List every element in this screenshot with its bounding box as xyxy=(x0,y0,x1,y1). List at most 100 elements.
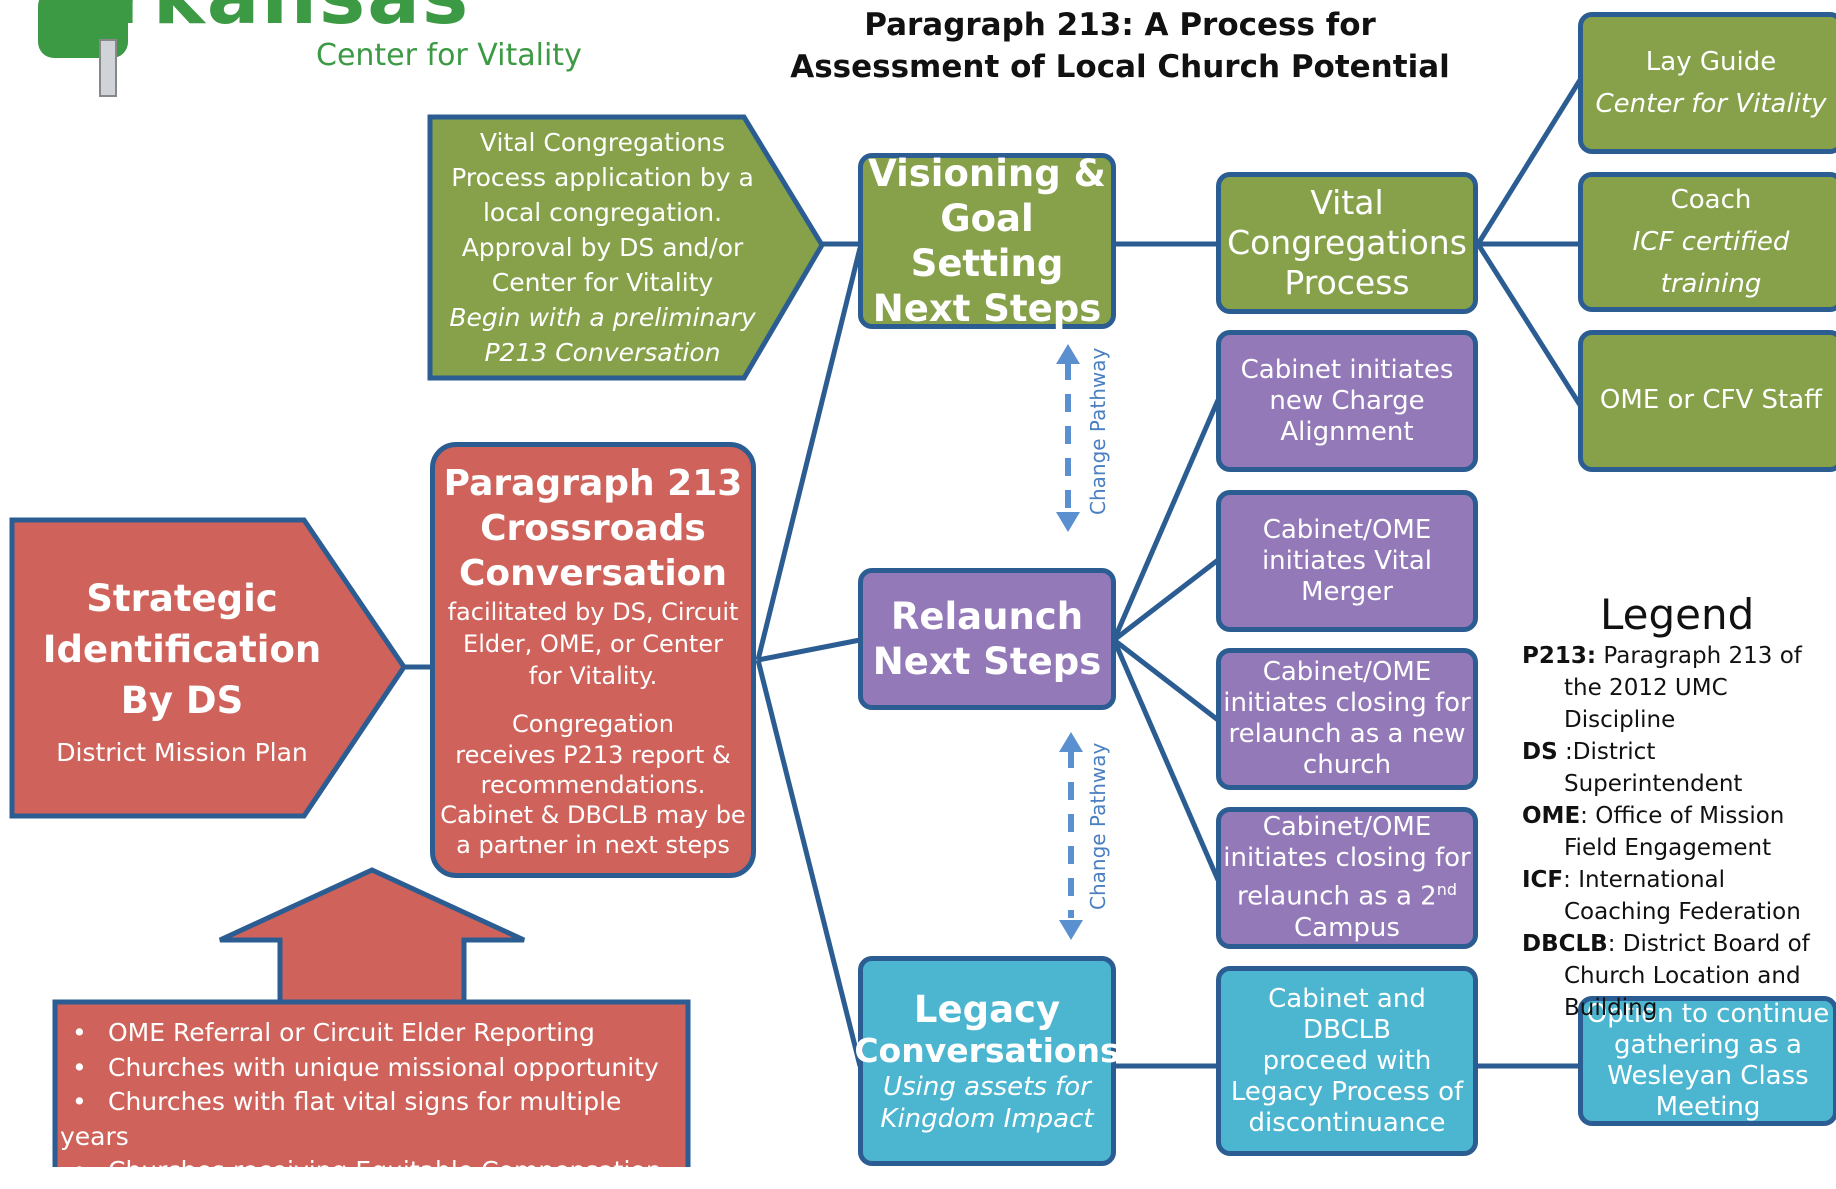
title-line-2: Assessment of Local Church Potential xyxy=(790,49,1450,85)
logo-tree-icon xyxy=(38,0,128,97)
relaunch-line: Relaunch xyxy=(890,595,1084,638)
legend-definition: : Office of Mission Field Engagement xyxy=(1564,803,1785,861)
visioning-box: Visioning & Goal Setting Next Steps xyxy=(858,152,1116,330)
strategic-arrow-shape xyxy=(9,517,408,819)
campus-line: Cabinet/OME xyxy=(1262,812,1432,843)
legend-entry: ICF: International Coaching Federation xyxy=(1522,864,1832,928)
second-campus-box: Cabinet/OME initiates closing for relaun… xyxy=(1216,807,1478,949)
legend-term: ICF xyxy=(1522,867,1564,893)
crossroads-text-line: for Vitality. xyxy=(528,662,658,690)
charge-line: new Charge xyxy=(1269,385,1425,416)
crossroads-text-line: Congregation xyxy=(512,710,674,738)
application-line: Approval by DS and/or xyxy=(461,233,744,262)
legacy-line: Legacy xyxy=(913,987,1061,1031)
relaunch-line: Next Steps xyxy=(872,640,1102,683)
referral-item: Churches with unique missional opportuni… xyxy=(60,1051,680,1086)
referral-list: OME Referral or Circuit Elder Reporting … xyxy=(60,1016,680,1189)
legend-definition: Paragraph 213 of the 2012 UMC Discipline xyxy=(1564,643,1802,733)
crossroads-title-line: Paragraph 213 xyxy=(443,463,743,504)
legend-entry: OME: Office of Mission Field Engagement xyxy=(1522,800,1832,864)
strategic-line: Strategic xyxy=(86,576,278,620)
legacy-box: Legacy Conversations Using assets for Ki… xyxy=(854,956,1120,1166)
legend-definition: : District Board of Church Location and … xyxy=(1564,931,1810,1021)
dbclb-line: Cabinet and DBCLB xyxy=(1268,983,1426,1045)
crossroads-conversation-box: Paragraph 213 Crossroads Conversation fa… xyxy=(430,442,756,878)
application-line: Process application by a xyxy=(451,163,754,192)
visioning-line: Next Steps xyxy=(872,287,1102,330)
campus-superscript: nd xyxy=(1436,880,1458,900)
connector-lines xyxy=(404,78,1583,1069)
crossroads-text-line: Elder, OME, or Center xyxy=(463,630,723,658)
charge-line: Alignment xyxy=(1280,416,1414,447)
dbclb-line: proceed with xyxy=(1262,1045,1432,1076)
crossroads-text-line: recommendations. xyxy=(480,771,706,799)
legend-entry: P213: Paragraph 213 of the 2012 UMC Disc… xyxy=(1522,640,1832,736)
logo-subtitle: Center for Vitality xyxy=(316,38,582,73)
logo-wordmark: Arkansas xyxy=(50,0,470,42)
crossroads-title-line: Crossroads xyxy=(480,508,706,549)
legend-term: P213: xyxy=(1522,643,1597,669)
merger-line: Cabinet/OME xyxy=(1262,514,1432,545)
application-line: Vital Congregations xyxy=(479,128,726,157)
vital-merger-box: Cabinet/OME initiates Vital Merger xyxy=(1216,490,1478,632)
legacy-italic-line: Using assets for xyxy=(883,1071,1091,1102)
new-church-line: church xyxy=(1302,750,1392,780)
crossroads-text-line: Cabinet & DBCLB may be xyxy=(440,801,746,829)
lay-guide-sub: Center for Vitality xyxy=(1595,89,1827,119)
crossroads-text-line: receives P213 report & xyxy=(455,741,731,769)
dbclb-line: Legacy Process of xyxy=(1230,1076,1464,1107)
application-line: Center for Vitality xyxy=(491,268,714,297)
campus-line: relaunch as a 2nd xyxy=(1237,874,1457,913)
vital-process-line: Process xyxy=(1284,263,1410,302)
legend-entry: DBCLB: District Board of Church Location… xyxy=(1522,928,1832,1024)
wesleyan-line: Meeting xyxy=(1655,1092,1761,1122)
lay-guide-box: Lay Guide Center for Vitality xyxy=(1578,12,1836,154)
dbclb-line: discontinuance xyxy=(1248,1107,1446,1138)
legend-term: DBCLB xyxy=(1522,931,1608,957)
referral-item: Churches receiving Equitable Compensatio… xyxy=(60,1154,680,1189)
visioning-line: Visioning & xyxy=(868,152,1106,195)
application-line: local congregation. xyxy=(482,198,723,227)
referral-item: OME Referral or Circuit Elder Reporting xyxy=(60,1016,680,1051)
legacy-italic-line: Kingdom Impact xyxy=(880,1103,1094,1134)
wesleyan-line: gathering as a xyxy=(1614,1030,1802,1060)
change-pathway-label: Change Pathway xyxy=(1086,742,1110,910)
strategic-subtitle: District Mission Plan xyxy=(56,737,308,767)
vital-process-line: Vital xyxy=(1310,183,1384,222)
new-church-line: relaunch as a new xyxy=(1228,719,1466,749)
strategic-line: By DS xyxy=(120,678,244,722)
charge-alignment-box: Cabinet initiates new Charge Alignment xyxy=(1216,330,1478,472)
change-pathway-arrow-top xyxy=(1056,344,1080,532)
wesleyan-line: Wesleyan Class xyxy=(1607,1061,1809,1091)
legend-term: OME xyxy=(1522,803,1581,829)
change-pathway-arrow-bottom xyxy=(1059,732,1083,940)
crossroads-text-line: a partner in next steps xyxy=(456,831,730,859)
merger-line: Merger xyxy=(1301,576,1393,607)
legend-entry: DS :District Superintendent xyxy=(1522,736,1832,800)
legend-term: DS xyxy=(1522,739,1558,765)
page-title: Paragraph 213: A Process for Assessment … xyxy=(740,4,1500,88)
vital-process-line: Congregations xyxy=(1227,223,1467,262)
ome-staff-label: OME or CFV Staff xyxy=(1599,385,1823,416)
strategic-identification-text: Strategic Identification By DS District … xyxy=(12,560,352,780)
crossroads-text-line: facilitated by DS, Circuit xyxy=(447,598,739,626)
title-line-1: Paragraph 213: A Process for xyxy=(864,7,1376,43)
strategic-line: Identification xyxy=(42,627,322,671)
referral-item: Churches with flat vital signs for multi… xyxy=(60,1085,680,1154)
legend-definition: :District Superintendent xyxy=(1557,739,1743,797)
change-pathway-label: Change Pathway xyxy=(1086,347,1110,515)
crossroads-title-line: Conversation xyxy=(458,553,728,594)
application-italic-line: P213 Conversation xyxy=(484,338,721,367)
wesleyan-line: Option to continue xyxy=(1586,999,1830,1029)
visioning-line: Goal Setting xyxy=(910,197,1064,285)
application-text: Vital Congregations Process application … xyxy=(430,120,775,375)
legend: P213: Paragraph 213 of the 2012 UMC Disc… xyxy=(1522,640,1832,1024)
new-church-line: initiates closing for xyxy=(1223,688,1471,718)
coach-sub: ICF certified training xyxy=(1632,227,1790,299)
coach-title: Coach xyxy=(1670,185,1752,215)
legend-definition: : International Coaching Federation xyxy=(1563,867,1801,925)
campus-line: initiates closing for xyxy=(1223,843,1471,874)
ome-staff-box: OME or CFV Staff xyxy=(1578,330,1836,472)
legend-title: Legend xyxy=(1600,590,1755,639)
lay-guide-title: Lay Guide xyxy=(1645,47,1777,77)
